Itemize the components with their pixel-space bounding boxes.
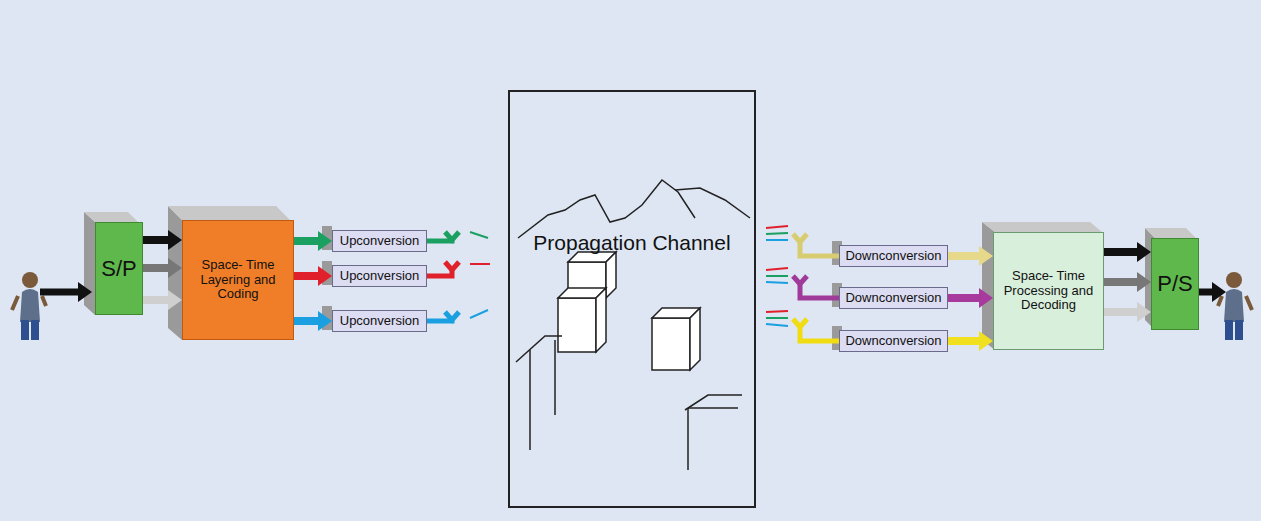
tx-antenna: [425, 232, 459, 321]
signal-arrow: [948, 246, 993, 266]
box-label: Upconversion: [337, 269, 423, 284]
box-shadow: [168, 206, 290, 220]
downconversion-box: Downconversion: [839, 287, 948, 309]
signal-arrow: [143, 290, 182, 310]
upconversion-box: Upconversion: [332, 230, 427, 252]
downconversion-box: Downconversion: [839, 330, 948, 352]
box-label: P/S: [1154, 271, 1195, 296]
signal-arrow: [948, 331, 993, 351]
channel-title: Propagation Channel: [533, 231, 730, 255]
signal-arrow: [143, 230, 182, 250]
channel-scene: [516, 180, 750, 470]
signal-arrow: [948, 288, 993, 308]
signal-arrow: [1104, 302, 1151, 322]
box-label: S/P: [98, 256, 139, 281]
coding-box: Space- Time Layering and Coding: [182, 220, 294, 340]
input-arrow: [78, 282, 92, 302]
converter-box: S/P: [95, 222, 143, 315]
box-shadow: [1145, 228, 1196, 238]
downconversion-box: Downconversion: [839, 245, 948, 267]
signal-arrow: [143, 258, 182, 278]
box-label: Space- Time Processing and Decoding: [994, 269, 1103, 314]
received-signal: [766, 226, 788, 326]
box-shadow: [168, 206, 182, 340]
box-shadow: [84, 212, 138, 222]
box-label: Space- Time Layering and Coding: [183, 258, 293, 303]
box-label: Upconversion: [337, 234, 423, 249]
box-label: Upconversion: [337, 314, 423, 329]
box-label: Downconversion: [842, 291, 944, 306]
signal-arrow: [1104, 272, 1151, 292]
input-arrow: [40, 289, 80, 296]
signal-arrow: [294, 266, 332, 286]
box-shadow: [84, 212, 95, 315]
signal-arrow: [294, 231, 332, 251]
box-shadow: [982, 222, 1102, 232]
upconversion-box: Upconversion: [332, 310, 427, 332]
decoding-box: Space- Time Processing and Decoding: [993, 232, 1104, 350]
box-label: Downconversion: [842, 249, 944, 264]
channel-box: Propagation Channel: [508, 90, 756, 508]
rx-antenna: [793, 234, 840, 341]
person-icon: [1218, 272, 1252, 340]
upconversion-box: Upconversion: [332, 265, 427, 287]
signal-arrow: [1104, 242, 1151, 262]
converter-box: P/S: [1151, 238, 1199, 330]
output-arrow: [1212, 282, 1226, 302]
radiated-signal: [470, 232, 490, 318]
box-label: Downconversion: [842, 334, 944, 349]
signal-arrow: [294, 311, 332, 331]
person-icon: [12, 272, 46, 340]
